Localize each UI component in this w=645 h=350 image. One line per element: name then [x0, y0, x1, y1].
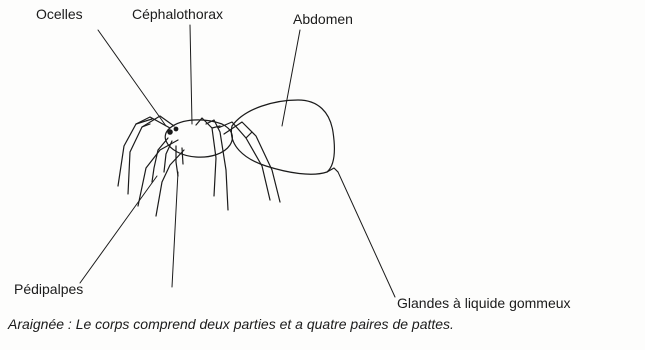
leader-line-pedipalpes — [80, 176, 157, 283]
cephalothorax-shape — [165, 120, 232, 157]
leg — [156, 150, 184, 216]
label-cephalothorax: Céphalothorax — [132, 6, 223, 22]
ocelle-dot — [168, 130, 172, 134]
leg-joint — [246, 132, 252, 138]
figure-caption: Araignée : Le corps comprend deux partie… — [8, 316, 454, 332]
ocelle-dot — [174, 127, 178, 131]
leader-line-chelic — [172, 172, 178, 287]
label-abdomen: Abdomen — [293, 11, 353, 27]
leader-line-cephalothorax — [190, 25, 192, 124]
chelicera — [176, 146, 178, 176]
label-ocelles: Ocelles — [36, 6, 83, 22]
label-glandes: Glandes à liquide gommeux — [397, 295, 571, 311]
leg — [128, 116, 174, 194]
leg — [218, 122, 270, 200]
label-pedipalpes: Pédipalpes — [14, 281, 83, 297]
leader-line-ocelles — [98, 30, 166, 126]
leader-line-glandes — [338, 172, 395, 297]
leader-line-abdomen — [282, 30, 300, 126]
